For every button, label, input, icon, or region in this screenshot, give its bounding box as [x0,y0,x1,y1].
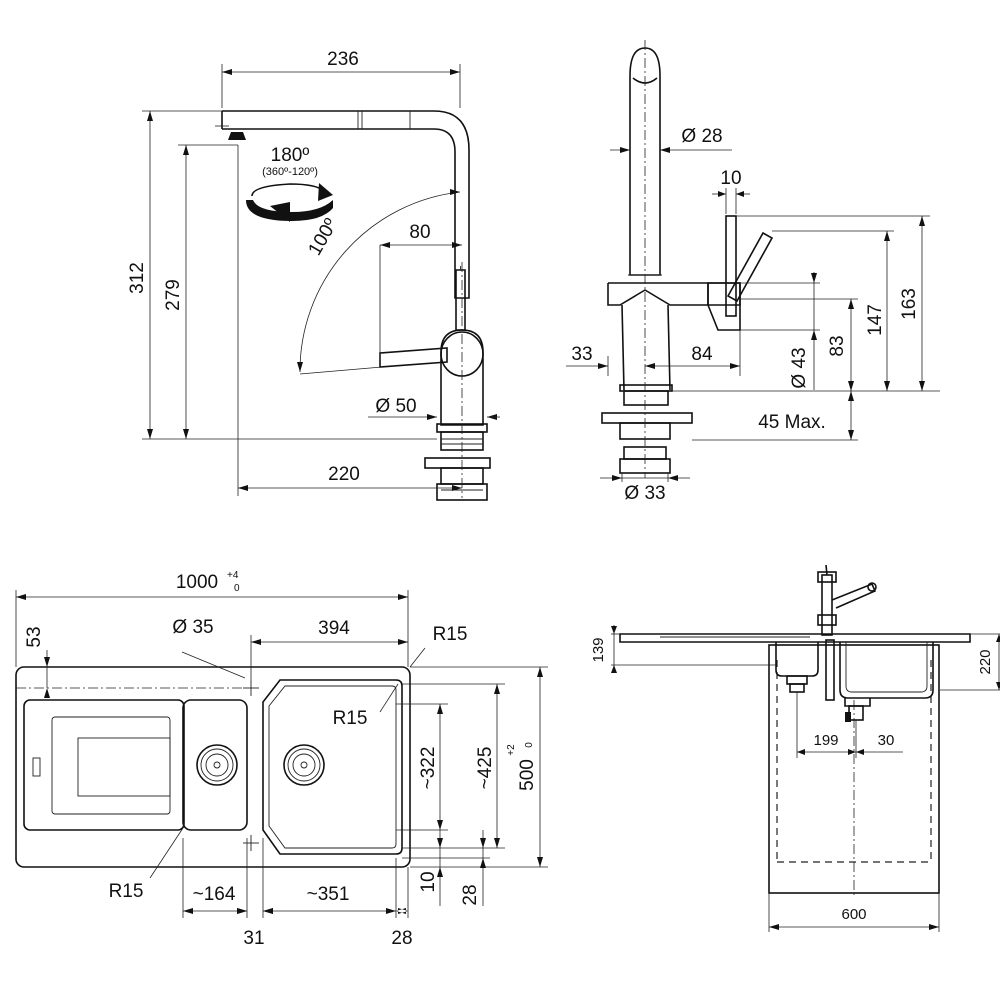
faucet-spout-front [629,47,661,276]
dim-label-199: 199 [813,732,838,749]
dim-label-dia-33: Ø 33 [624,483,665,504]
main-bowl-section [839,642,934,699]
handle-angle-label: 100º [304,215,342,259]
dim-label-28-right: 28 [460,884,481,905]
sink-top-view: 1000 +4 0 53 Ø 35 394 R15 R15 R15 ~322 ~… [15,570,548,949]
dim-label-45-max: 45 Max. [758,412,826,433]
dim-tol-sub-500: 0 [524,742,535,748]
dim-label-dia-50: Ø 50 [375,396,416,417]
dim-label-53: 53 [24,626,45,647]
aerator-nozzle [228,132,246,140]
small-bowl-section [775,642,819,677]
dim-label-500: 500 [517,759,538,791]
dim-label-279: 279 [163,279,184,311]
dim-label-1000: 1000 [176,572,218,593]
radius-label-outer: R15 [433,624,468,645]
swivel-alt-label: (360º-120º) [262,166,318,178]
dim-label-394: 394 [318,618,350,639]
drain-small [196,744,238,786]
handle-angle-arc [299,191,461,373]
dim-label-312: 312 [127,262,148,294]
dim-label-147: 147 [865,304,886,336]
dim-label-220: 220 [328,464,360,485]
handle-arm [379,347,448,368]
drainer-area [23,699,185,831]
dim-label-33: 33 [571,344,592,365]
faucet-lever [455,269,466,331]
dim-tol-sup-500: +2 [506,744,517,756]
dim-label-10: 10 [720,168,741,189]
faucet-mini [817,564,877,636]
faucet-front-view: Ø 28 10 33 84 [566,40,940,504]
dim-label-10-bottom: 10 [418,871,439,892]
faucet-spout [222,110,470,299]
dim-label-30: 30 [878,732,895,749]
dim-label-425: ~425 [475,747,496,790]
dim-tol-sup-1000: +4 [227,570,239,581]
dim-label-163: 163 [899,288,920,320]
faucet-side-view: 236 312 279 180º (360º-120º) 100º 80 [127,49,500,501]
radius-label-small: R15 [109,881,144,902]
sink-section-view: 139 220 199 30 600 [590,564,1000,932]
dim-label-351: ~351 [307,884,350,905]
dim-label-dia-28: Ø 28 [681,126,722,147]
radius-label-bowl: R15 [333,708,368,729]
tap-hole-marker [243,680,259,851]
dim-label-dia-43: Ø 43 [789,347,810,388]
dim-label-164: ~164 [193,884,236,905]
drain-main [283,744,325,786]
dim-label-84: 84 [691,344,713,365]
dim-label-220-section: 220 [977,649,994,674]
dim-label-28-bottom: 28 [391,928,412,949]
dim-label-31: 31 [243,928,264,949]
dim-label-322: ~322 [418,747,439,790]
small-bowl [182,699,248,831]
sink-outline [15,666,411,868]
swivel-label: 180º [271,145,310,166]
dim-tol-sub-1000: 0 [234,583,240,594]
lever-front [725,215,737,317]
dim-label-139: 139 [590,637,607,662]
faucet-body-front [607,282,741,306]
dim-label-dia-35: Ø 35 [172,617,213,638]
countertop-section [619,633,971,643]
dim-label-83: 83 [827,335,848,356]
swivel-rotation-icon [246,183,333,222]
dim-label-236: 236 [327,49,359,70]
dim-label-600: 600 [841,906,866,923]
dim-label-80: 80 [409,222,430,243]
